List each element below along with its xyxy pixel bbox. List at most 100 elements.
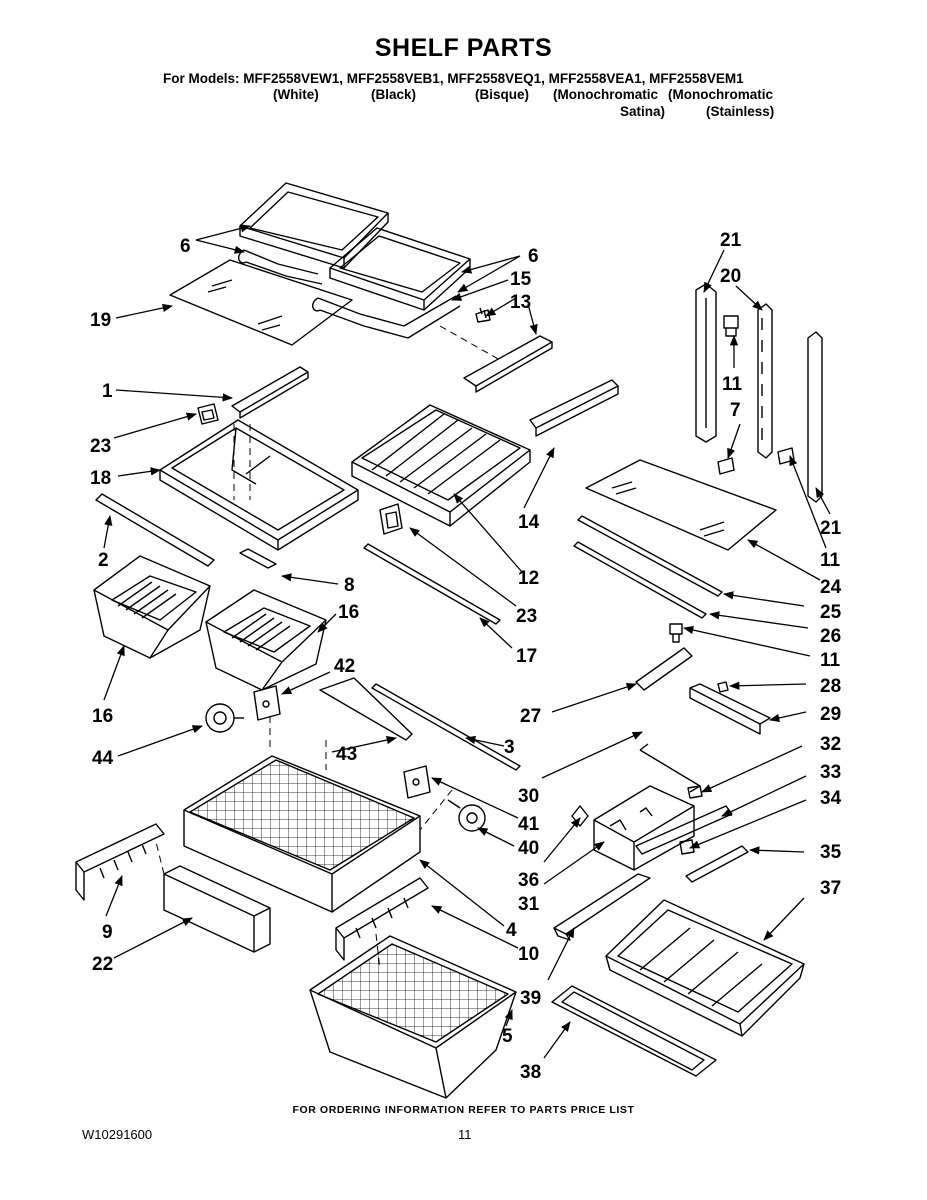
variant-bisque: (Bisque) [475,87,529,102]
shelf-frame-upper-left [237,182,389,285]
callout-42: 42 [334,656,355,677]
callout-35: 35 [820,842,842,863]
pantry-housing [593,785,695,871]
variant-white: (White) [273,87,319,102]
basket-end-9 [75,823,165,901]
callout-16-right: 16 [338,602,359,623]
callout-22: 22 [92,954,113,975]
callout-41: 41 [518,814,540,835]
spring-35 [685,845,749,883]
variant-monochromatic-satina: (Monochromatic [553,87,659,102]
callout-11-mid: 11 [820,550,841,571]
shelf-trim-25 [577,515,723,597]
callout-31: 31 [518,894,540,915]
callout-20: 20 [720,266,741,287]
cover-clip [239,548,277,569]
crisper-trim [95,493,215,567]
shelf-rail-left [231,366,309,419]
callout-27: 27 [520,706,541,727]
variant-stainless-suffix: (Stainless) [706,104,775,119]
gear-40 [447,799,486,832]
trim-rod [363,543,501,625]
callout-26: 26 [820,626,841,647]
callout-11-top: 11 [722,374,743,395]
screw-7 [717,457,735,475]
callout-25: 25 [820,602,842,623]
callout-2: 2 [98,550,109,571]
callout-24: 24 [820,577,842,598]
slide-stop-center [379,503,403,535]
callout-1: 1 [102,381,113,402]
page-number: 11 [458,1127,472,1142]
slide-stop [197,403,219,425]
pantry-rail-39 [553,873,651,941]
bracket-41 [403,765,431,799]
shelf-rail [463,335,553,393]
rail-29 [689,683,771,735]
callout-8: 8 [344,575,355,596]
callout-9: 9 [102,922,113,943]
pantry-bin [605,899,805,1037]
callout-23-left: 23 [90,436,111,457]
page-title: SHELF PARTS [374,34,553,62]
screw-11-lower [669,623,683,643]
variant-monochromatic-stainless: (Monochromatic [668,87,774,102]
callout-10: 10 [518,944,539,965]
callout-21-bottom: 21 [820,518,842,539]
callout-36: 36 [518,870,539,891]
basket-end-22 [163,865,271,953]
shelf-trim [529,379,619,437]
callout-38: 38 [520,1062,541,1083]
crisper-drawer-left [93,555,211,659]
callout-6-left: 6 [180,236,191,257]
callout-16-left: 16 [92,706,113,727]
wire-30 [639,743,701,793]
callout-23-center: 23 [516,606,537,627]
wire-basket-upper [183,755,421,913]
callout-37: 37 [820,878,841,899]
callout-30: 30 [518,786,539,807]
variant-satina-suffix: Satina) [620,104,666,119]
callout-19: 19 [90,310,111,331]
ordering-note: FOR ORDERING INFORMATION REFER TO PARTS … [292,1104,635,1116]
bracket-43 [319,677,413,741]
models-line: For Models: MFF2558VEW1, MFF2558VEB1, MF… [163,71,744,86]
callout-5: 5 [502,1026,513,1047]
callout-28: 28 [820,676,841,697]
gear-44 [205,703,244,733]
screw-11 [723,315,739,337]
callout-3: 3 [504,737,515,758]
shelf-trim-26 [573,541,707,619]
crisper-cover-frame [159,419,359,551]
rod-3 [371,683,521,771]
bracket-42 [253,685,281,721]
callout-11-lower: 11 [820,650,841,671]
callout-40: 40 [518,838,539,859]
callout-43: 43 [336,744,357,765]
clip-28 [717,681,729,693]
pantry-cover-38 [551,985,717,1077]
callout-12: 12 [518,568,539,589]
callout-33: 33 [820,762,841,783]
callout-29: 29 [820,704,841,725]
bracket [635,647,693,691]
mullion-rail-center [757,303,773,459]
screw-32 [687,785,703,799]
callout-32: 32 [820,734,841,755]
callout-44: 44 [92,748,114,769]
callout-15: 15 [510,269,532,290]
callout-34: 34 [820,788,842,809]
mullion-rail-right [807,331,823,503]
mullion-rail-left [695,283,717,443]
clip-36 [571,805,589,827]
callout-17: 17 [516,646,537,667]
screw [475,307,491,323]
callout-21-top: 21 [720,230,742,251]
callout-14: 14 [518,512,540,533]
wire-basket-lower [309,935,517,1099]
callout-6-right: 6 [528,246,539,267]
callout-13: 13 [510,292,531,313]
callout-4: 4 [506,920,517,941]
wire-shelf [351,404,531,527]
